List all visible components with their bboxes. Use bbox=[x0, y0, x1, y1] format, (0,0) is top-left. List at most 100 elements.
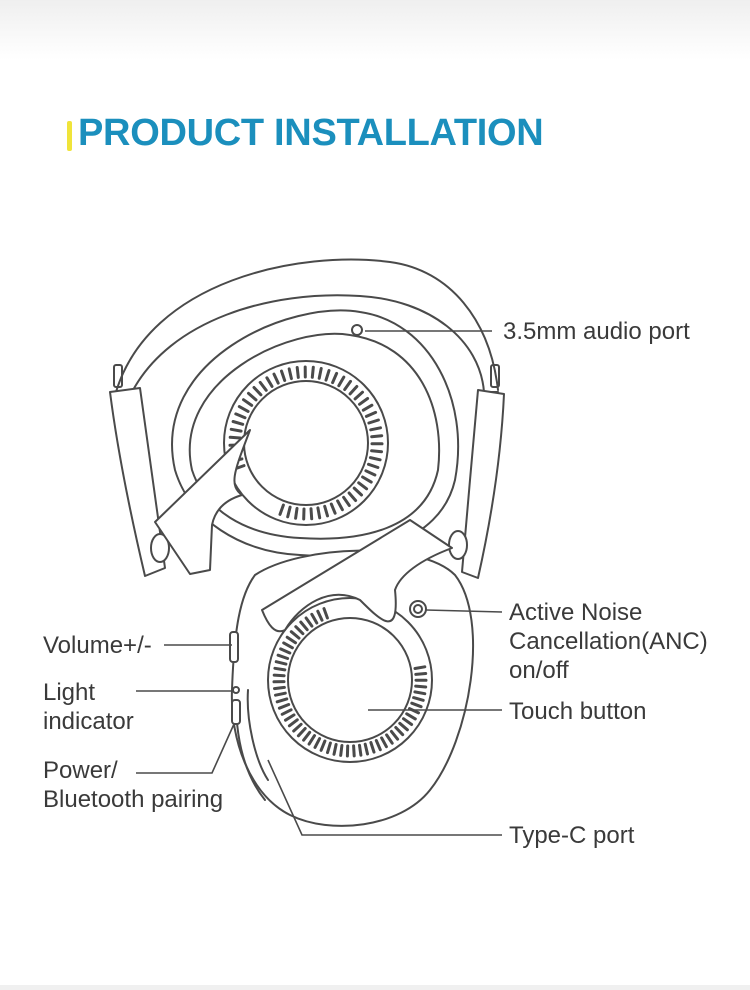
vent-slot bbox=[286, 505, 292, 519]
label-light-line2: indicator bbox=[43, 708, 134, 735]
vent-slot bbox=[413, 665, 427, 670]
vent-slot bbox=[380, 736, 388, 749]
page-title: PRODUCT INSTALLATION bbox=[78, 112, 544, 154]
vent-slot bbox=[272, 673, 286, 678]
vent-slot bbox=[385, 733, 394, 745]
vent-slot bbox=[295, 366, 300, 379]
vent-slot bbox=[282, 641, 294, 650]
vent-slot bbox=[348, 385, 359, 396]
vent-slot bbox=[337, 375, 346, 388]
label-anc-line1: Active Noise bbox=[509, 599, 643, 626]
vent-slot bbox=[367, 418, 380, 425]
vent-slot bbox=[277, 703, 291, 710]
left-arm bbox=[109, 387, 166, 577]
vent-slot bbox=[361, 403, 374, 412]
vent-slot bbox=[369, 426, 382, 432]
vent-slot bbox=[309, 507, 314, 521]
bottom-divider bbox=[0, 985, 750, 990]
vent-slot bbox=[323, 504, 329, 518]
right-arm bbox=[461, 389, 505, 579]
vent-slot bbox=[398, 721, 409, 732]
vent-slot bbox=[364, 410, 378, 418]
leader-type-c bbox=[267, 759, 502, 836]
vent-slot bbox=[274, 691, 287, 697]
vent-slot bbox=[273, 666, 287, 672]
vent-slot bbox=[369, 741, 376, 754]
left-slider-knob bbox=[113, 364, 123, 388]
volume-button bbox=[229, 631, 239, 663]
vent-slot bbox=[285, 635, 297, 645]
label-touch-button: Touch button bbox=[509, 698, 647, 725]
headband-outer bbox=[115, 258, 499, 393]
vent-slot bbox=[229, 427, 243, 433]
label-light-line1: Light bbox=[43, 679, 96, 706]
vent-slot bbox=[331, 371, 339, 385]
vent-slot bbox=[279, 647, 292, 655]
label-type-c-port: Type-C port bbox=[509, 822, 635, 849]
vent-slot bbox=[287, 718, 299, 728]
title-accent-bar bbox=[67, 121, 72, 151]
vent-slot bbox=[342, 495, 351, 507]
label-power-line2: Bluetooth pairing bbox=[43, 786, 224, 813]
vent-slot bbox=[361, 475, 373, 484]
label-volume: Volume+/- bbox=[43, 632, 152, 659]
right-hinge bbox=[448, 530, 468, 560]
label-power-line1: Power/ bbox=[43, 757, 118, 784]
vent-slot bbox=[307, 734, 316, 746]
vent-slot bbox=[313, 737, 322, 749]
vent-slot bbox=[234, 412, 247, 420]
headband-inner bbox=[131, 294, 485, 393]
vent-slot bbox=[275, 697, 289, 704]
vent-slot bbox=[364, 469, 377, 477]
vent-slot bbox=[280, 369, 287, 382]
vent-slot bbox=[322, 607, 329, 620]
label-anc-line2: Cancellation(ANC) bbox=[509, 628, 708, 655]
left-hinge bbox=[150, 533, 170, 563]
vent-slot bbox=[278, 503, 285, 516]
vent-slot bbox=[310, 612, 319, 625]
vent-slot bbox=[353, 390, 364, 401]
vent-slot bbox=[389, 729, 400, 741]
lower-yoke bbox=[261, 519, 453, 633]
vent-slot bbox=[357, 481, 369, 491]
anc-button bbox=[409, 600, 427, 618]
vent-slot bbox=[316, 609, 324, 622]
vent-slot bbox=[299, 620, 309, 632]
vent-slot bbox=[317, 367, 323, 380]
lower-earcup-vents bbox=[272, 607, 428, 758]
vent-slot bbox=[374, 739, 382, 752]
vent-slot bbox=[252, 386, 263, 397]
leader-anc bbox=[425, 609, 503, 613]
vent-slot bbox=[410, 701, 423, 709]
vent-slot bbox=[228, 435, 242, 440]
vent-slot bbox=[302, 730, 312, 742]
vent-slot bbox=[332, 743, 338, 756]
vent-slot bbox=[316, 506, 322, 520]
right-slider-knob bbox=[490, 364, 500, 388]
vent-slot bbox=[352, 744, 356, 758]
vent-slot bbox=[326, 741, 332, 755]
vent-slot bbox=[310, 365, 315, 379]
label-audio-port: 3.5mm audio port bbox=[503, 318, 690, 345]
top-background-fade bbox=[0, 0, 750, 60]
vent-slot bbox=[294, 625, 305, 636]
vent-slot bbox=[272, 372, 280, 385]
vent-slot bbox=[358, 743, 363, 757]
vent-slot bbox=[231, 420, 245, 426]
lower-earcup bbox=[229, 519, 475, 827]
power-button bbox=[231, 699, 241, 725]
vent-slot bbox=[265, 376, 274, 388]
vent-slot bbox=[370, 449, 383, 454]
vent-slot bbox=[336, 499, 344, 512]
vent-slot bbox=[402, 717, 414, 726]
vent-slot bbox=[274, 660, 288, 666]
vent-slot bbox=[368, 456, 382, 462]
vent-slot bbox=[280, 708, 293, 716]
vent-slot bbox=[247, 391, 258, 402]
vent-slot bbox=[347, 491, 358, 502]
vent-slot bbox=[237, 405, 250, 413]
vent-slot bbox=[273, 685, 286, 691]
vent-slot bbox=[304, 616, 314, 628]
vent-slot bbox=[242, 398, 254, 407]
